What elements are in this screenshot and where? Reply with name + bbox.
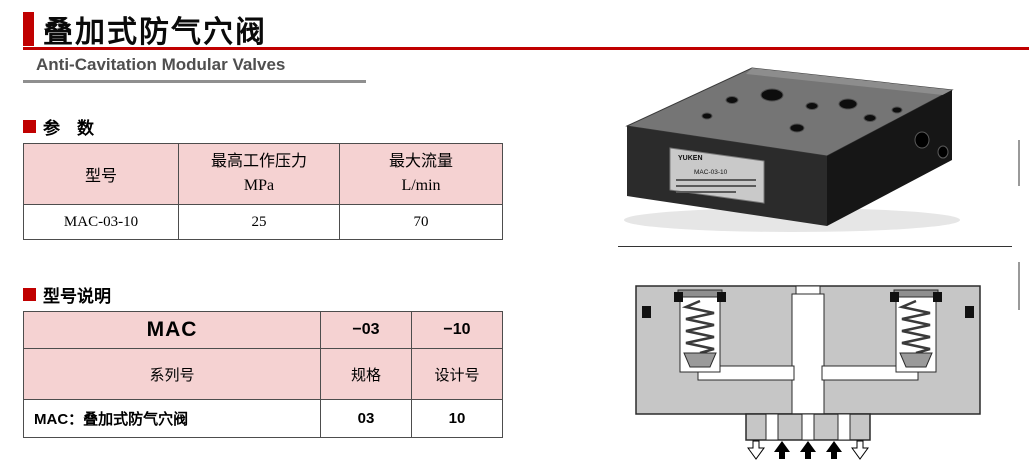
title-accent-bar (23, 12, 34, 46)
section-heading-parameters: 参 数 (23, 114, 94, 139)
nameplate (669, 147, 765, 204)
nameplate-text-line (676, 185, 756, 187)
bottom-port (801, 413, 815, 441)
bolt-hole (805, 102, 819, 110)
left-seal (717, 292, 726, 302)
valve-side-face (827, 90, 952, 226)
flow-arrow-filled-up-icon (800, 441, 816, 459)
top-notch (795, 285, 821, 295)
cell-pressure: 25 (178, 204, 340, 240)
flow-arrow-outline-down-icon (851, 440, 869, 460)
model-code-row: MAC −03 −10 (23, 311, 503, 349)
cell-spec-value: 03 (320, 399, 412, 438)
title-rule (23, 47, 1029, 50)
flow-arrow-filled-up-icon (774, 441, 790, 459)
nameplate-brand: YUKEN (678, 155, 703, 162)
page-edge-mark (1018, 140, 1020, 186)
col-header-pressure-label: 最高工作压力 (210, 153, 307, 170)
model-label-row: 系列号 规格 设计号 (23, 348, 503, 400)
left-valve-cap (677, 289, 723, 298)
product-photo: YUKEN MAC-03-10 (624, 67, 960, 232)
bolt-hole (891, 106, 903, 114)
figure-divider (618, 246, 1012, 247)
cell-spec-code: −03 (320, 311, 412, 349)
parameters-table: 型号 最高工作压力 MPa 最大流量 L/min MAC-03-10 25 70 (23, 143, 503, 240)
section-heading-model-designation: 型号说明 (23, 282, 111, 307)
cell-model: MAC-03-10 (23, 204, 179, 240)
cell-series-label: 系列号 (23, 348, 321, 400)
side-port-hole (914, 131, 930, 149)
cell-series-code: MAC (23, 311, 321, 349)
model-value-row: MAC：叠加式防气穴阀 03 10 (23, 399, 503, 438)
cell-spec-label: 规格 (320, 348, 412, 400)
section-heading-label: 型号说明 (43, 287, 111, 306)
model-designation-table: MAC −03 −10 系列号 规格 设计号 MAC：叠加式防气穴阀 03 10 (23, 311, 503, 438)
page-title: 叠加式防气穴阀 (43, 16, 267, 49)
section-bullet-icon (23, 120, 36, 133)
nameplate-text-line (676, 179, 756, 181)
subtitle-rule (23, 80, 366, 83)
edge-seal (965, 306, 974, 318)
valve-top-highlight (746, 68, 952, 95)
col-header-flow: 最大流量 L/min (339, 143, 503, 205)
flow-arrow-filled-up-icon (826, 441, 842, 459)
cell-design-label: 设计号 (411, 348, 503, 400)
bolt-hole (725, 96, 739, 104)
right-valve-cap (893, 289, 939, 298)
cell-flow: 70 (339, 204, 503, 240)
cell-design-code: −10 (411, 311, 503, 349)
left-seal (674, 292, 683, 302)
bolt-hole (701, 112, 713, 120)
right-poppet (899, 352, 933, 368)
parameters-table-header-row: 型号 最高工作压力 MPa 最大流量 L/min (23, 143, 503, 205)
cell-design-value: 10 (411, 399, 503, 438)
section-bullet-icon (23, 288, 36, 301)
port-hole (760, 88, 784, 102)
page-subtitle: Anti-Cavitation Modular Valves (36, 55, 286, 74)
left-poppet (683, 352, 717, 368)
col-header-model: 型号 (23, 143, 179, 205)
left-channel (697, 365, 795, 381)
col-header-pressure-unit: MPa (243, 177, 275, 194)
bolt-hole (789, 123, 805, 133)
right-spring (897, 299, 931, 355)
page-header: 叠加式防气穴阀 (23, 7, 267, 51)
col-header-flow-label: 最大流量 (388, 153, 453, 170)
bolt-hole (863, 114, 877, 122)
nameplate-model: MAC-03-10 (694, 169, 728, 176)
left-spring (681, 299, 715, 355)
side-port-hole (937, 145, 949, 159)
right-seal (933, 292, 942, 302)
col-header-flow-unit: L/min (401, 177, 441, 194)
bottom-port (765, 413, 779, 441)
nameplate-text-line (676, 191, 736, 193)
cross-section-diagram (635, 285, 981, 460)
cell-series-value: MAC：叠加式防气穴阀 (23, 399, 321, 438)
right-seal (890, 292, 899, 302)
table-row: MAC-03-10 25 70 (23, 204, 503, 240)
page-edge-mark (1018, 262, 1020, 310)
col-header-pressure: 最高工作压力 MPa (178, 143, 340, 205)
right-channel (821, 365, 919, 381)
port-hole (838, 98, 858, 110)
flow-arrow-outline-down-icon (747, 440, 765, 460)
section-heading-label: 参 数 (43, 119, 94, 138)
bottom-port (837, 413, 851, 441)
center-channel (791, 293, 825, 415)
edge-seal (642, 306, 651, 318)
